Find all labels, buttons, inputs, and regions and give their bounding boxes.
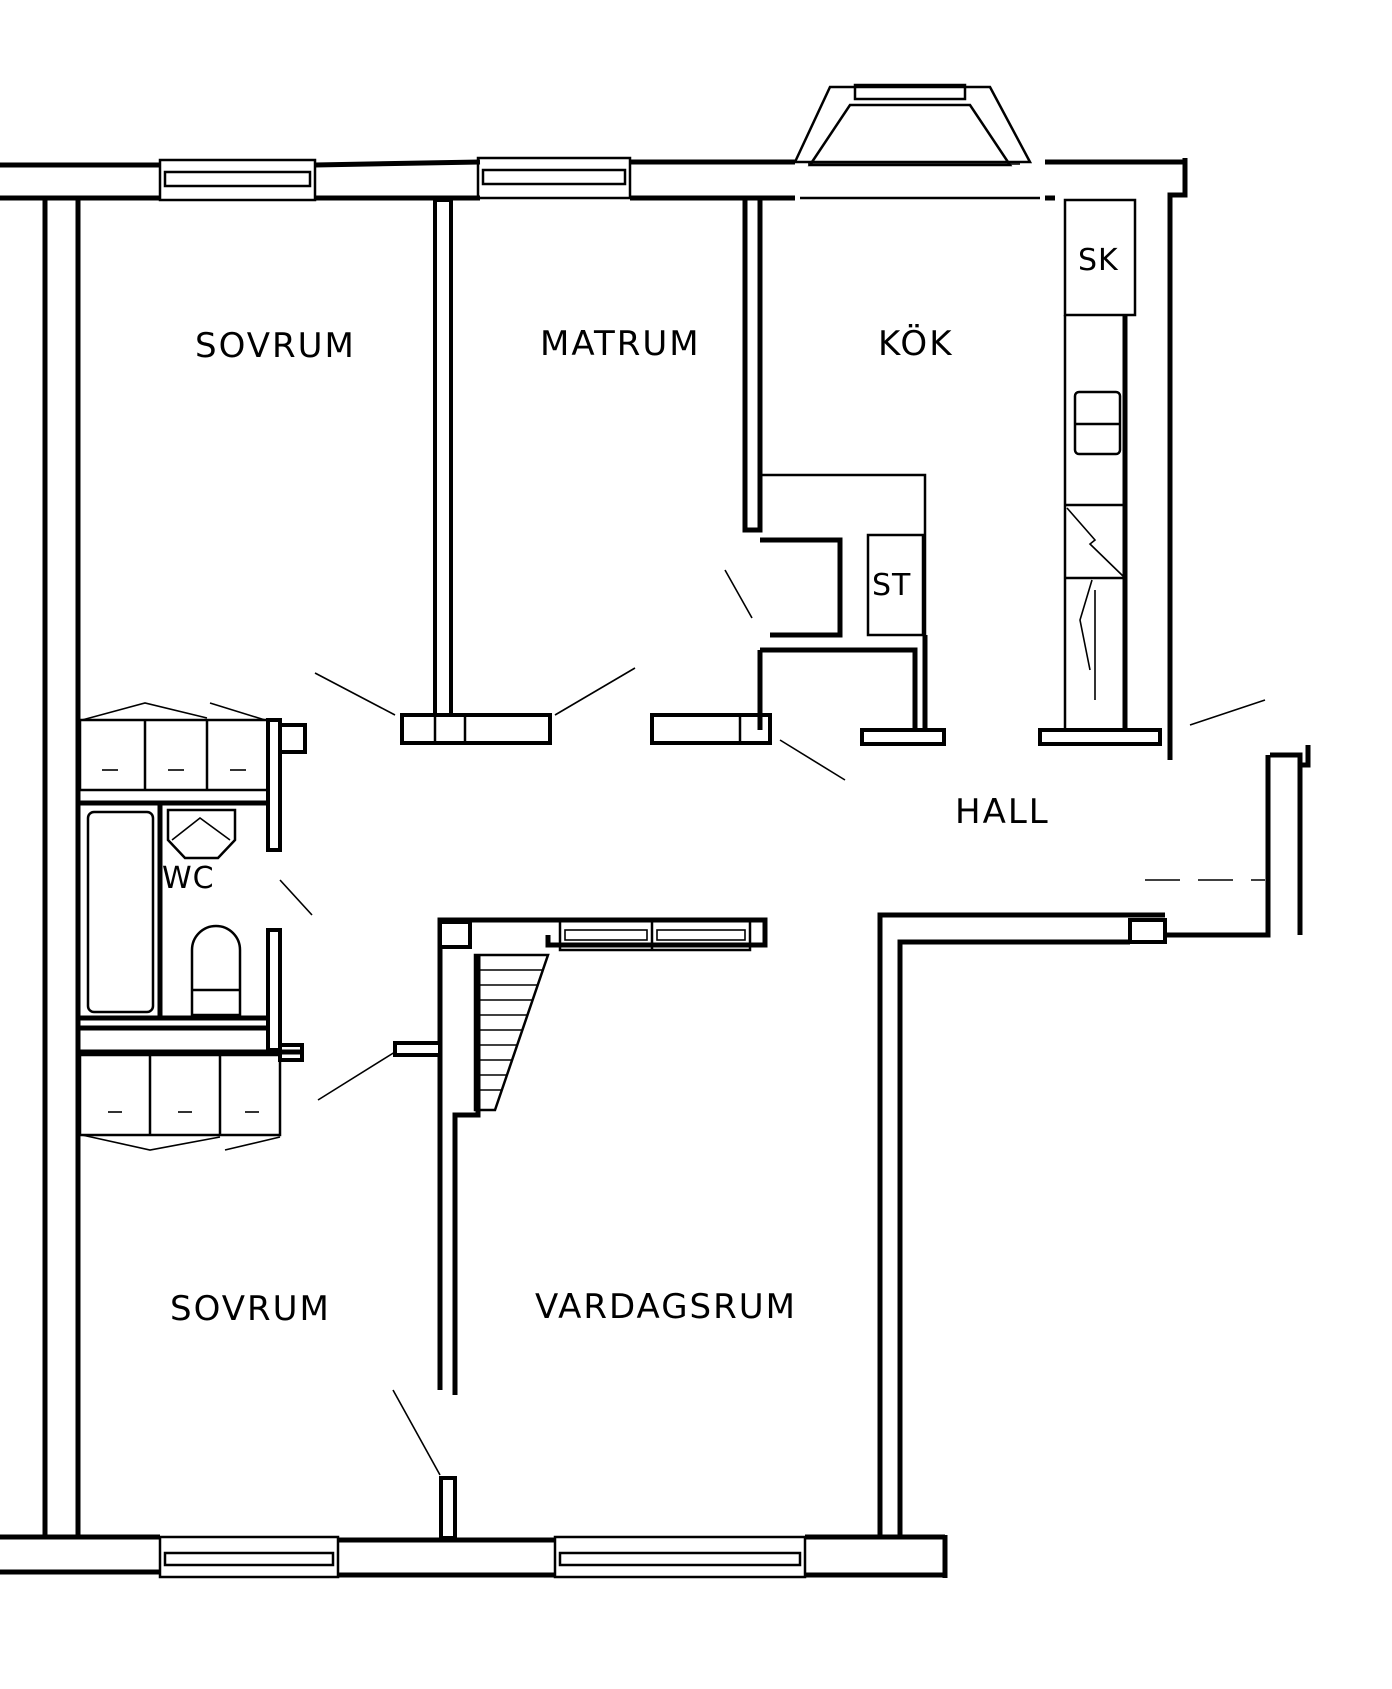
room-label-vardagsrum: VARDAGSRUM <box>535 1287 797 1327</box>
bottom-exterior-wall <box>0 1534 948 1578</box>
wall-matrum-kok <box>742 200 763 533</box>
left-exterior-wall <box>42 198 81 1535</box>
window-bottom-1 <box>158 1535 340 1579</box>
door-jambs-top-row <box>400 713 1162 746</box>
wardrobe-top <box>78 702 270 792</box>
stair-treads <box>478 969 543 1091</box>
room-label-sovrum-top: SOVRUM <box>195 326 356 366</box>
room-label-st: ST <box>872 568 911 603</box>
room-label-wc: WC <box>162 861 215 896</box>
hall-right-walls <box>877 745 1311 1535</box>
window-bottom-2 <box>553 1535 807 1579</box>
wall-sovrum-matrum <box>433 198 453 717</box>
bay-window <box>793 83 1040 200</box>
wardrobe-bottom <box>78 1053 282 1151</box>
top-exterior-wall <box>0 158 1188 760</box>
door-swings <box>279 569 1266 1476</box>
window-top-2 <box>476 156 632 200</box>
room-label-kok: KÖK <box>878 323 954 364</box>
room-label-sovrum-bottom: SOVRUM <box>170 1289 331 1329</box>
room-label-matrum: MATRUM <box>540 324 701 364</box>
room-label-sk: SK <box>1078 243 1119 278</box>
kitchen-counter <box>1063 198 1137 730</box>
window-top-1 <box>158 158 317 202</box>
storage-closet <box>757 473 928 730</box>
room-label-hall: HALL <box>955 792 1050 832</box>
bathroom <box>78 718 307 1062</box>
fireplace-wall <box>393 917 768 1540</box>
